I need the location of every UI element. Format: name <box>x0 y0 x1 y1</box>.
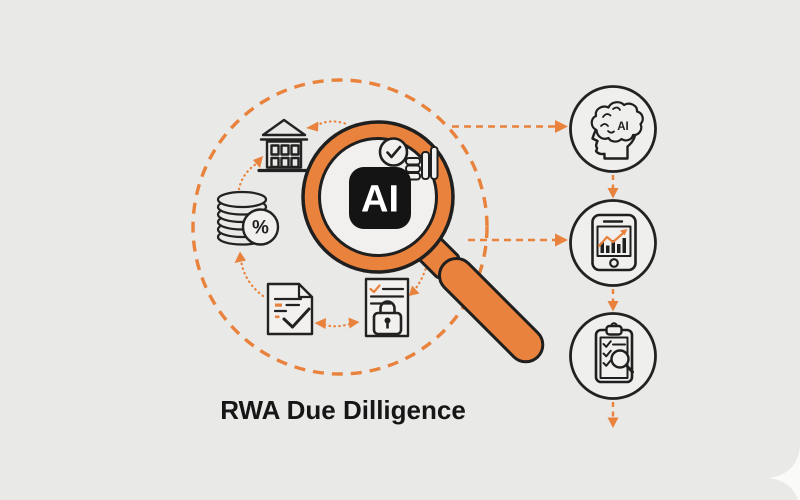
document-check-icon <box>266 282 314 336</box>
check-badge-icon <box>378 137 409 167</box>
bank-icon <box>257 118 311 173</box>
coins-percent-icon: % <box>216 190 280 246</box>
document-lock-icon <box>364 277 410 338</box>
ai-brain-head-icon <box>590 101 644 160</box>
ai-chip <box>349 167 411 229</box>
clipboard-audit-icon <box>594 322 634 384</box>
flow-arrowheads-right <box>555 120 568 247</box>
node-phone <box>569 199 657 287</box>
sparkle-icon <box>769 447 800 500</box>
percent-label: % <box>252 218 269 239</box>
connector-bank-to-coins <box>237 160 261 194</box>
flow-arrowhead-2 <box>607 301 619 312</box>
percent-badge <box>241 208 280 246</box>
connector-lens-to-bank <box>315 120 347 127</box>
orbit-dashed-circle <box>191 78 489 376</box>
ai-chip-label: AI <box>361 179 399 221</box>
page-title: RWA Due Dilligence <box>220 395 466 425</box>
magnifier-handle <box>416 235 545 364</box>
magnifier-icon: AI <box>301 120 545 364</box>
flow-arrowhead-1 <box>607 188 619 199</box>
node-clipboard <box>569 312 657 400</box>
node-ai-brain: AI <box>569 85 657 173</box>
phone-analytics-icon <box>591 213 637 272</box>
head-ai-label: AI <box>617 121 629 133</box>
connector-doccheck-to-coins <box>239 255 265 298</box>
connector-arrowheads <box>234 121 420 329</box>
flow-arrowhead-3 <box>607 417 619 428</box>
